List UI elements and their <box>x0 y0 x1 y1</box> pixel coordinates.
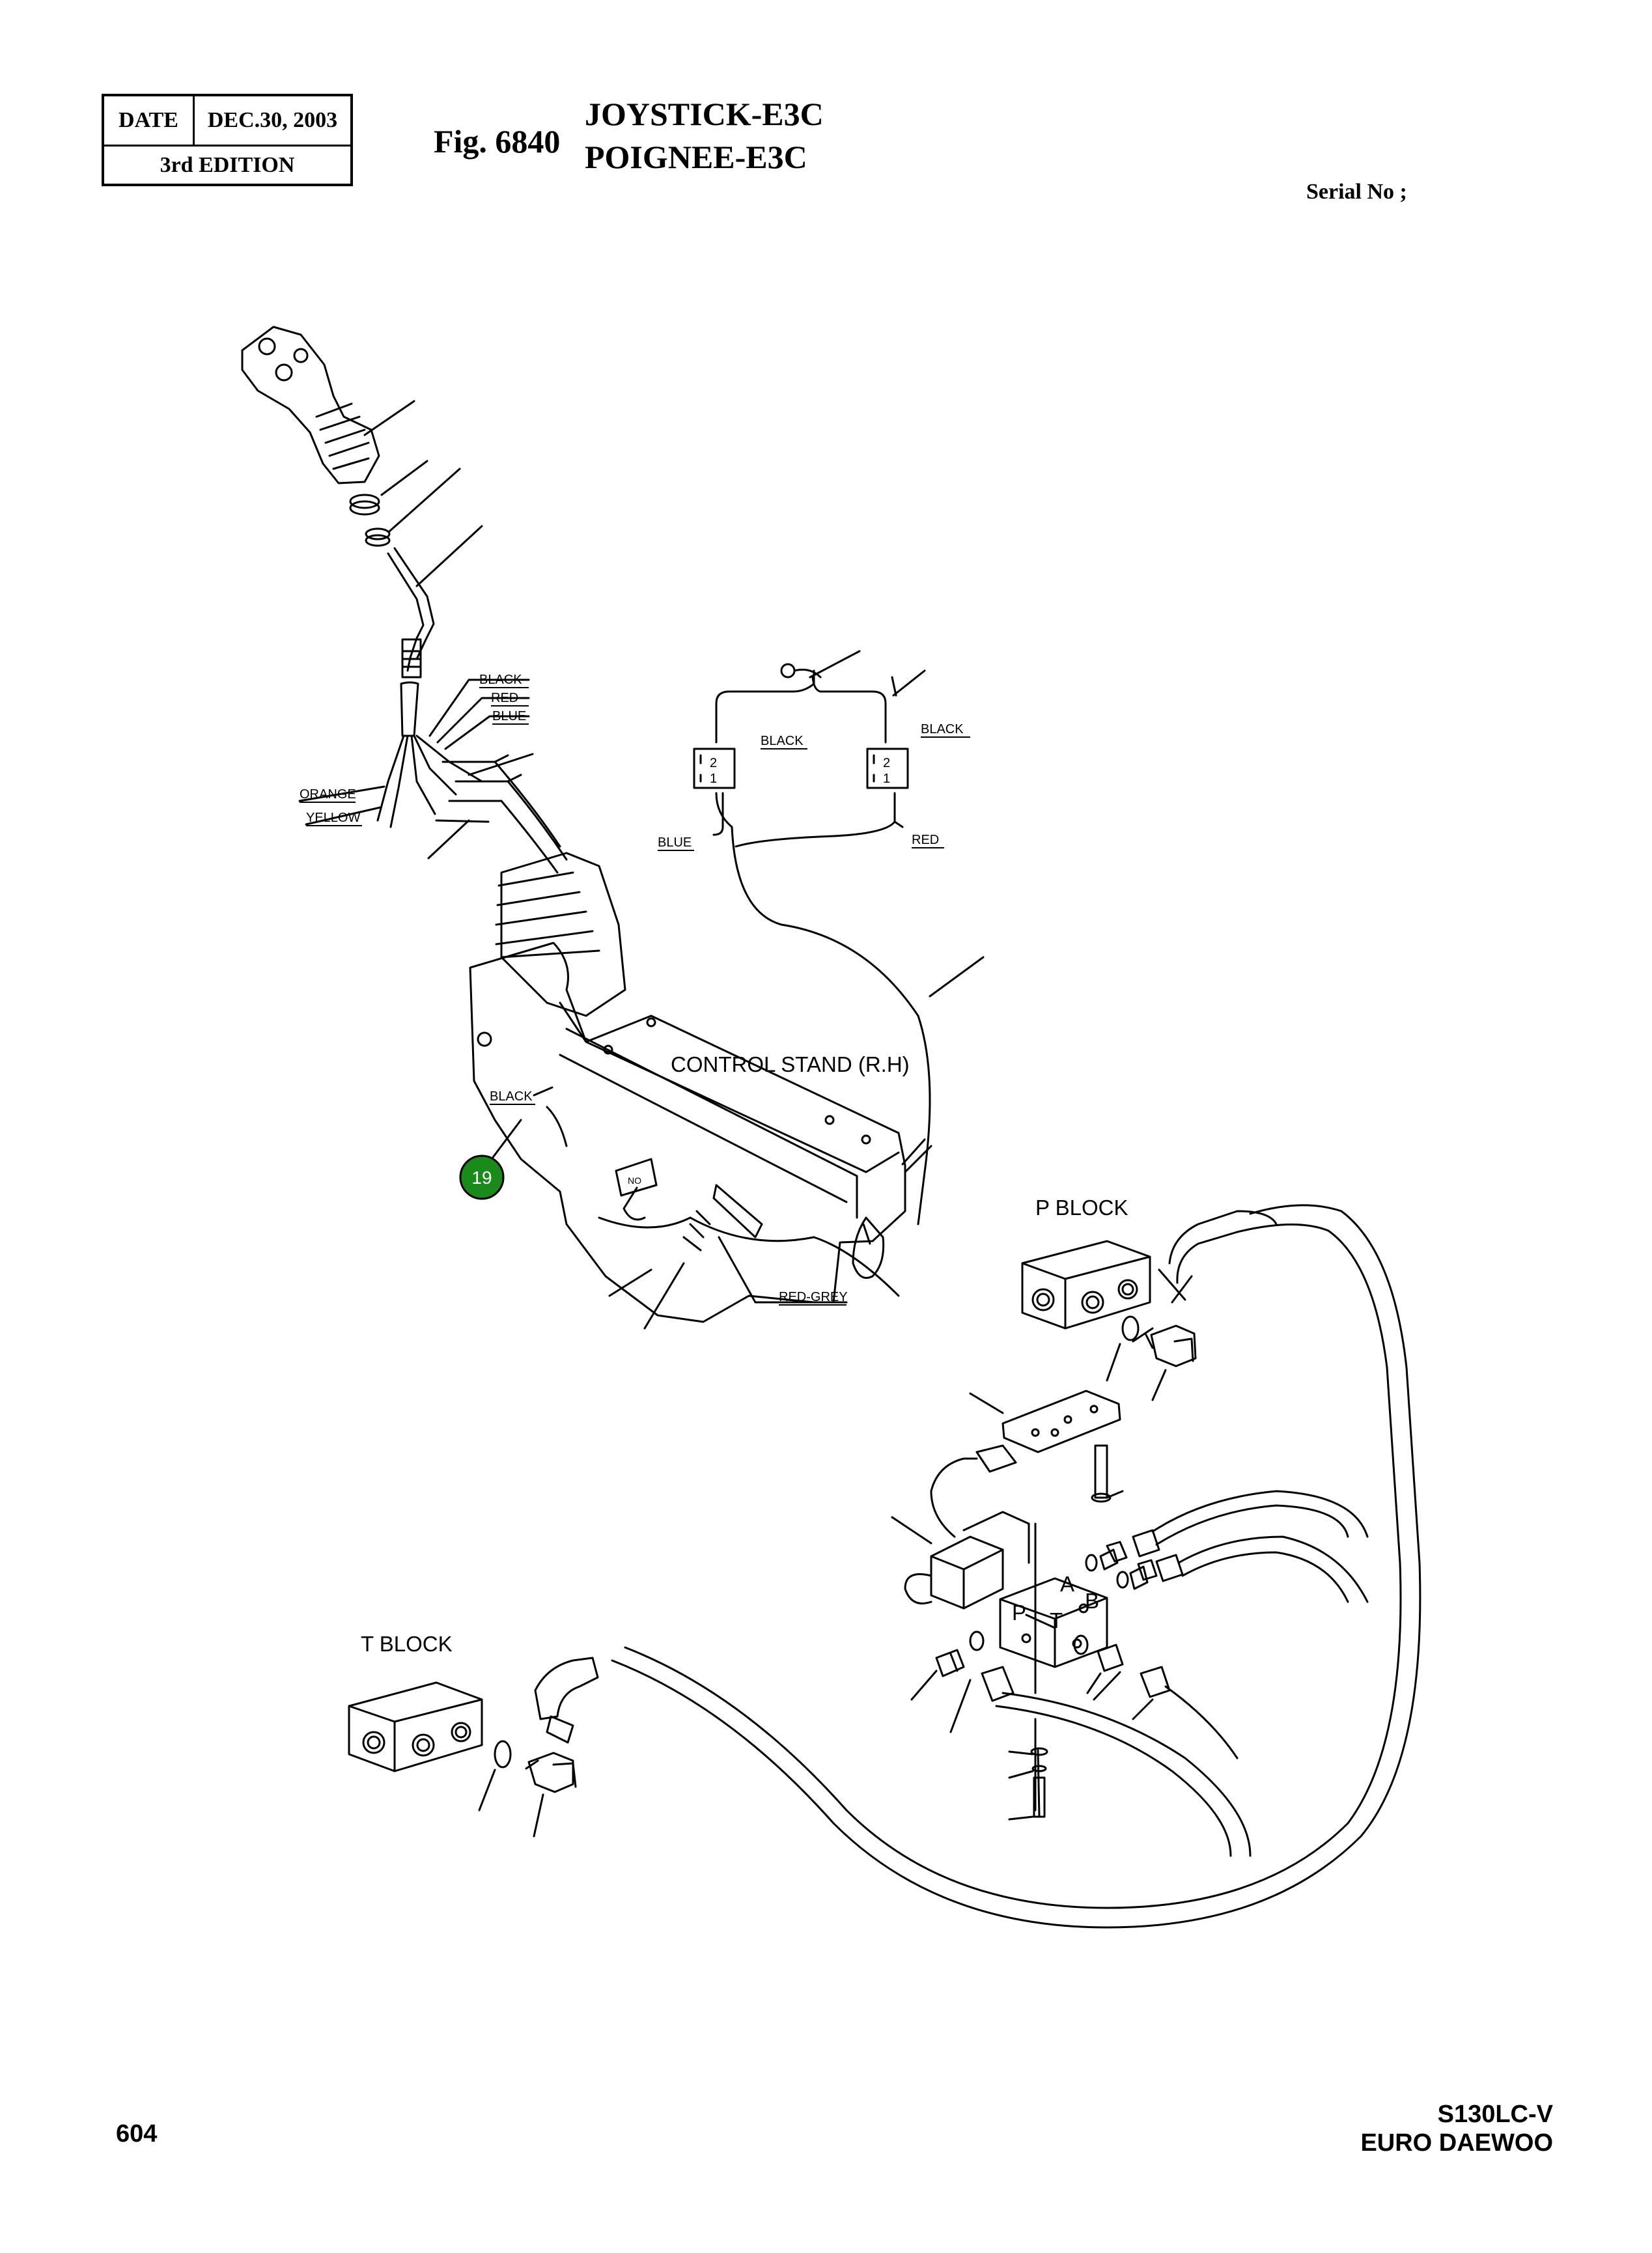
wire-label-red-grey: RED-GREY <box>779 1290 848 1304</box>
edition-label: 3rd EDITION <box>160 152 295 177</box>
wire-label-blue-top: BLUE <box>492 709 526 723</box>
serial-number-label: Serial No ; <box>1306 180 1407 204</box>
wire-harness <box>376 681 568 874</box>
port-a-label: A <box>1060 1572 1074 1596</box>
port-t-label: T <box>1050 1608 1063 1632</box>
wire-label-blue-switch: BLUE <box>658 835 692 850</box>
micro-switch-left <box>693 748 736 789</box>
micro-switch-right <box>866 748 909 789</box>
wire-label-black-stand: BLACK <box>490 1089 533 1104</box>
figure-title-en: JOYSTICK-E3C <box>585 96 824 132</box>
p-block-hose <box>611 1204 1421 1929</box>
t-block <box>348 1681 483 1772</box>
p-block <box>1021 1240 1151 1330</box>
joystick-handle <box>241 326 380 484</box>
brand-name: EURO DAEWOO <box>1360 2129 1553 2157</box>
mounting-plate <box>1001 1390 1121 1453</box>
callout-19-circle <box>459 1154 505 1200</box>
wire-label-orange: ORANGE <box>300 787 356 802</box>
switch-pin-1-right: 1 <box>883 772 890 786</box>
p-block-tee-fitting <box>1132 1324 1197 1367</box>
callout-19: 19 <box>459 1154 505 1200</box>
header-date-row: DATE DEC.30, 2003 <box>104 96 350 147</box>
wire-label-black-switch-right: BLACK <box>921 722 964 736</box>
wire-label-black-top: BLACK <box>479 673 522 687</box>
header-box: DATE DEC.30, 2003 3rd EDITION <box>102 94 353 186</box>
wire-label-yellow: YELLOW <box>306 811 360 825</box>
wire-label-red-switch: RED <box>912 833 939 847</box>
b-return-hose <box>1140 1666 1239 1759</box>
control-stand <box>469 852 906 1323</box>
joystick-nut <box>349 494 391 547</box>
wire-label-black-switch-left: BLACK <box>761 734 804 748</box>
figure-title-fr: POIGNEE-E3C <box>585 139 807 175</box>
p-block-label: P BLOCK <box>1035 1196 1128 1220</box>
switch-pin-2-left: 2 <box>710 756 717 770</box>
solenoid-valve <box>891 1444 1030 1610</box>
figure-number: Fig. 6840 <box>434 123 561 160</box>
port-p-label: P <box>1012 1601 1026 1625</box>
port-b-label: B <box>1085 1589 1099 1613</box>
wire-label-red-top: RED <box>491 691 518 705</box>
date-value: DEC.30, 2003 <box>207 108 338 132</box>
t-block-label: T BLOCK <box>361 1632 453 1656</box>
model-name: S130LC-V <box>1437 2101 1553 2128</box>
mounting-bolt <box>1091 1444 1124 1503</box>
ab-hoses <box>1132 1490 1369 1603</box>
callout-19-number: 19 <box>471 1168 492 1188</box>
t-hose <box>981 1666 1252 1857</box>
page-number: 604 <box>116 2120 158 2148</box>
switch-pin-2-right: 2 <box>883 756 890 770</box>
switch-pin-1-left: 1 <box>710 772 717 786</box>
t-block-elbow <box>534 1657 599 1744</box>
joystick-shaft <box>387 547 435 679</box>
no-label: NO <box>628 1175 641 1186</box>
control-stand-label: CONTROL STAND (R.H) <box>671 1052 910 1076</box>
t-block-tee-fitting <box>525 1752 577 1793</box>
date-label: DATE <box>104 96 195 145</box>
